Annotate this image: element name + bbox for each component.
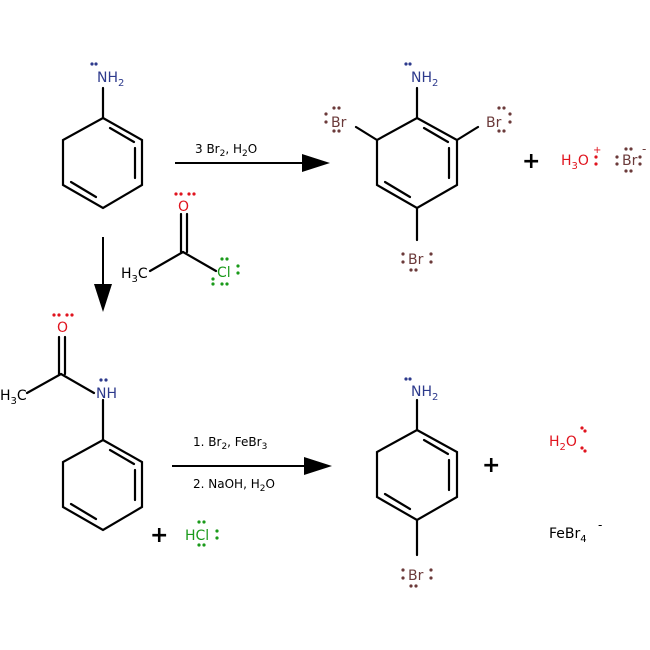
aniline-molecule: NH2: [61, 62, 144, 210]
tribromoaniline-molecule: NH2 Br Br Br: [324, 62, 512, 272]
byproducts-1: + H3O + Br -: [522, 142, 646, 174]
lone-pair-dots: [197, 520, 219, 547]
water-label: H2O: [549, 434, 577, 453]
lone-pair-dot: [99, 378, 103, 382]
lone-pair-dot: [90, 62, 94, 66]
methyl-label: H3C: [121, 266, 148, 285]
lone-pair-dots: [52, 313, 74, 317]
benzene-ring: [61, 116, 144, 210]
lone-pair-dot: [594, 155, 598, 159]
lone-pair-dots: [615, 147, 642, 173]
benzene-ring: [375, 116, 459, 210]
bromide-charge: -: [642, 142, 646, 156]
acetyl-chloride-molecule: O H3C Cl: [121, 192, 240, 286]
hcl-byproduct: + HCl: [150, 520, 219, 548]
reaction-2-step-2: 2. NaOH, H2O: [193, 477, 275, 494]
lone-pair-dots: [324, 106, 512, 272]
c-br-bond: [354, 125, 379, 142]
lone-pair-dot: [404, 377, 408, 381]
reaction-2-step-1: 1. Br2, FeBr3: [193, 435, 267, 452]
arrowhead: [94, 284, 112, 312]
chlorine-label: Cl: [217, 265, 231, 281]
benzene-ring: [375, 428, 459, 522]
hydronium-charge: +: [593, 145, 601, 156]
methyl-label: H3C: [0, 388, 27, 407]
bromoaniline-molecule: NH2 Br: [375, 377, 459, 588]
bromide-label: Br: [622, 153, 638, 169]
arrowhead: [304, 457, 332, 475]
lone-pair-dots: [174, 192, 196, 196]
plus-sign: +: [522, 149, 540, 174]
hcl-label: HCl: [185, 528, 209, 544]
hydronium-label: H3O: [561, 153, 589, 172]
amine-label: NH2: [411, 70, 438, 89]
arrowhead: [302, 154, 330, 172]
reaction-arrow-1: 3 Br2, H2O: [175, 142, 330, 172]
lone-pair-dot: [404, 62, 408, 66]
acetanilide-molecule: O H3C NH: [0, 313, 144, 532]
oxygen-label: O: [178, 199, 189, 215]
tetrabromoferrate-charge: -: [598, 518, 602, 532]
lone-pair-dots: [211, 257, 240, 286]
reaction-1-conditions: 3 Br2, H2O: [195, 142, 257, 159]
bromine-label-left: Br: [331, 115, 347, 131]
amine-label: NH2: [97, 70, 124, 89]
byproducts-2: + H2O FeBr4 -: [482, 426, 602, 545]
c-br-bond: [455, 125, 480, 142]
amine-label: NH2: [411, 384, 438, 403]
plus-sign: +: [482, 453, 500, 478]
amide-nh-label: NH: [96, 386, 117, 402]
reaction-arrow-down: [94, 237, 112, 312]
bromine-label-bottom: Br: [408, 252, 424, 268]
reaction-arrow-2: 1. Br2, FeBr3 2. NaOH, H2O: [172, 435, 332, 494]
tetrabromoferrate-label: FeBr4: [549, 526, 587, 545]
bromine-label: Br: [408, 568, 424, 584]
bromine-label-right: Br: [486, 115, 502, 131]
lone-pair-dots: [401, 568, 433, 588]
plus-sign: +: [150, 523, 168, 548]
lone-pair-dots: [580, 426, 587, 453]
oxygen-label: O: [57, 320, 68, 336]
benzene-ring: [61, 438, 144, 532]
